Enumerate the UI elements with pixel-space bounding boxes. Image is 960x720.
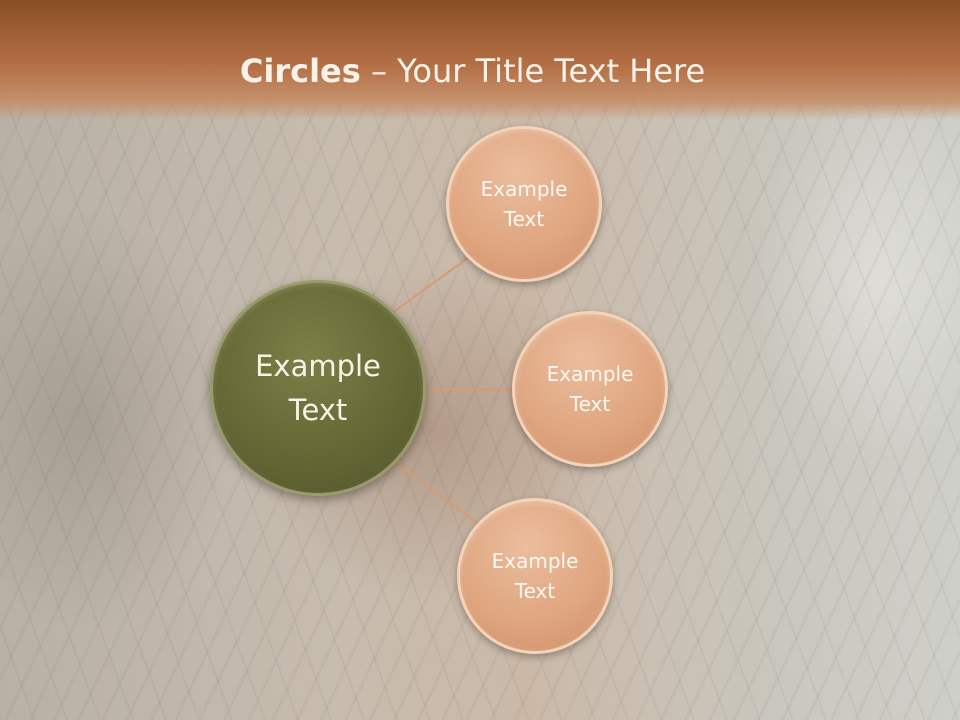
center-circle[interactable]: Example Text — [210, 280, 426, 496]
node-circle-label: Example Text — [480, 177, 568, 231]
center-circle-label: Example Text — [255, 349, 381, 427]
slide-title: Circles – Your Title Text Here — [0, 52, 945, 90]
node-circle-label: Example Text — [491, 549, 579, 603]
node-circle-middle[interactable]: Example Text — [512, 311, 668, 467]
title-band — [0, 0, 960, 120]
title-rest: – Your Title Text Here — [360, 52, 706, 90]
node-circle-top[interactable]: Example Text — [446, 126, 602, 282]
node-circle-bottom[interactable]: Example Text — [457, 498, 613, 654]
node-circle-label: Example Text — [546, 362, 634, 416]
title-bold: Circles — [239, 52, 361, 90]
connector-bottom — [391, 459, 477, 523]
connector-top — [387, 251, 477, 317]
